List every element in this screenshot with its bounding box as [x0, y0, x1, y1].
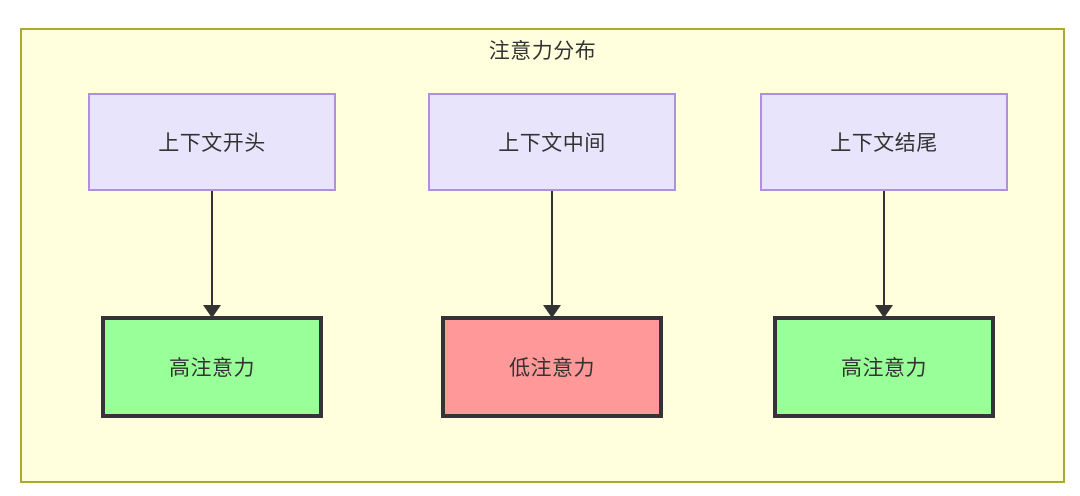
edge-ctx-middle-to-attn-low-middle [551, 191, 553, 308]
attention-distribution-subgraph: 注意力分布 上下文开头 上下文中间 上下文结尾 高注意力 低注意力 高注意力 [20, 28, 1065, 483]
node-attention-high-end[interactable]: 高注意力 [773, 316, 995, 418]
node-context-end-label: 上下文结尾 [830, 132, 938, 155]
node-attention-high-start-label: 高注意力 [169, 357, 255, 380]
node-attention-high-end-label: 高注意力 [841, 357, 927, 380]
node-context-middle[interactable]: 上下文中间 [428, 93, 676, 191]
subgraph-title: 注意力分布 [488, 40, 597, 63]
arrowhead-icon-ctx-end [875, 305, 893, 318]
arrowhead-icon-ctx-start [203, 305, 221, 318]
node-context-end[interactable]: 上下文结尾 [760, 93, 1008, 191]
node-attention-low-middle-label: 低注意力 [509, 357, 595, 380]
node-context-start[interactable]: 上下文开头 [88, 93, 336, 191]
edge-ctx-end-to-attn-high-end [883, 191, 885, 308]
node-attention-high-start[interactable]: 高注意力 [101, 316, 323, 418]
arrowhead-icon-ctx-middle [543, 305, 561, 318]
node-context-start-label: 上下文开头 [158, 132, 266, 155]
edge-ctx-start-to-attn-high-start [211, 191, 213, 308]
node-attention-low-middle[interactable]: 低注意力 [441, 316, 663, 418]
node-context-middle-label: 上下文中间 [498, 132, 606, 155]
